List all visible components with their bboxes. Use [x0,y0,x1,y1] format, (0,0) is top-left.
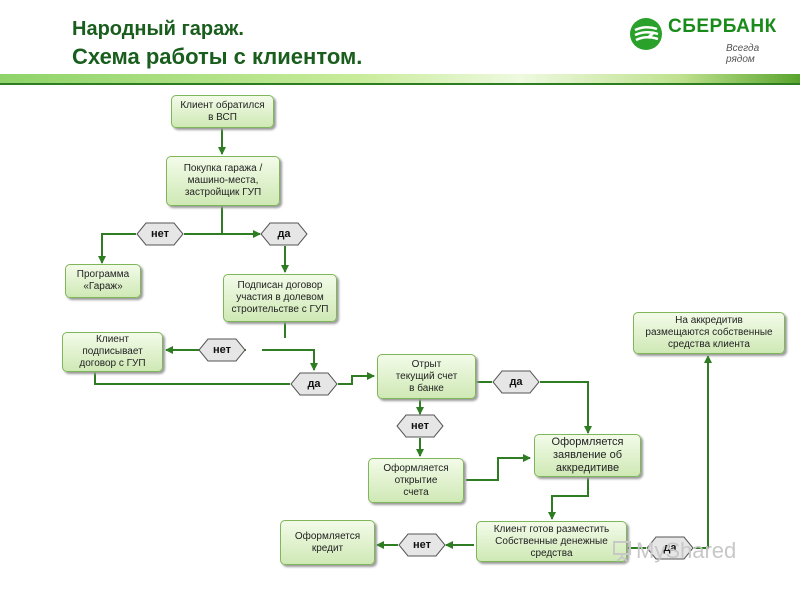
presentation-icon [613,541,631,562]
decision-label: да [509,376,523,388]
step-purchase-garage: Покупка гаража / машино-места, застройщи… [166,156,280,206]
decision-label: да [663,542,677,554]
header-band [0,74,800,84]
decision-no-1: нет [136,222,184,246]
step-client-applied: Клиент обратился в ВСП [171,95,274,128]
decision-label: нет [150,228,169,240]
decision-yes-4: да [492,370,540,394]
watermark-text: MyShared [636,538,737,563]
step-credit: Оформляется кредит [280,520,375,565]
header-divider [0,83,800,85]
decision-label: нет [410,420,429,432]
step-letter-of-credit: Оформляется заявление об аккредитиве [534,434,641,477]
decision-label: да [307,378,321,390]
step-contract-signed: Подписан договор участия в долевом строи… [223,274,337,322]
step-account-opened: Отрыт текущий счет в банке [377,354,476,399]
decision-label: нет [412,539,431,551]
decision-no-2: нет [198,338,246,362]
decision-label: нет [212,344,231,356]
slide-title-line1: Народный гараж. [72,18,244,40]
decision-no-6: нет [398,533,446,557]
step-program-garage: Программа «Гараж» [65,264,141,298]
decision-no-5: нет [396,414,444,438]
decision-yes-1: да [260,222,308,246]
sberbank-logo-icon [630,18,662,50]
step-own-funds-placed: На аккредитив размещаются собственные ср… [633,312,785,354]
sberbank-logo: СБЕРБАНК Всегда рядом [628,14,788,65]
decision-label: да [277,228,291,240]
decision-yes-6: да [646,536,694,560]
step-account-opening: Оформляется открытие счета [368,458,464,503]
slide-title-line2: Схема работы с клиентом. [72,44,363,69]
logo-name: СБЕРБАНК [668,16,777,37]
logo-slogan: Всегда рядом [726,43,760,65]
step-client-signs-contract: Клиент подписывает договор с ГУП [62,332,163,372]
decision-yes-3: да [290,372,338,396]
step-client-ready: Клиент готов разместить Собственные дене… [476,521,627,562]
